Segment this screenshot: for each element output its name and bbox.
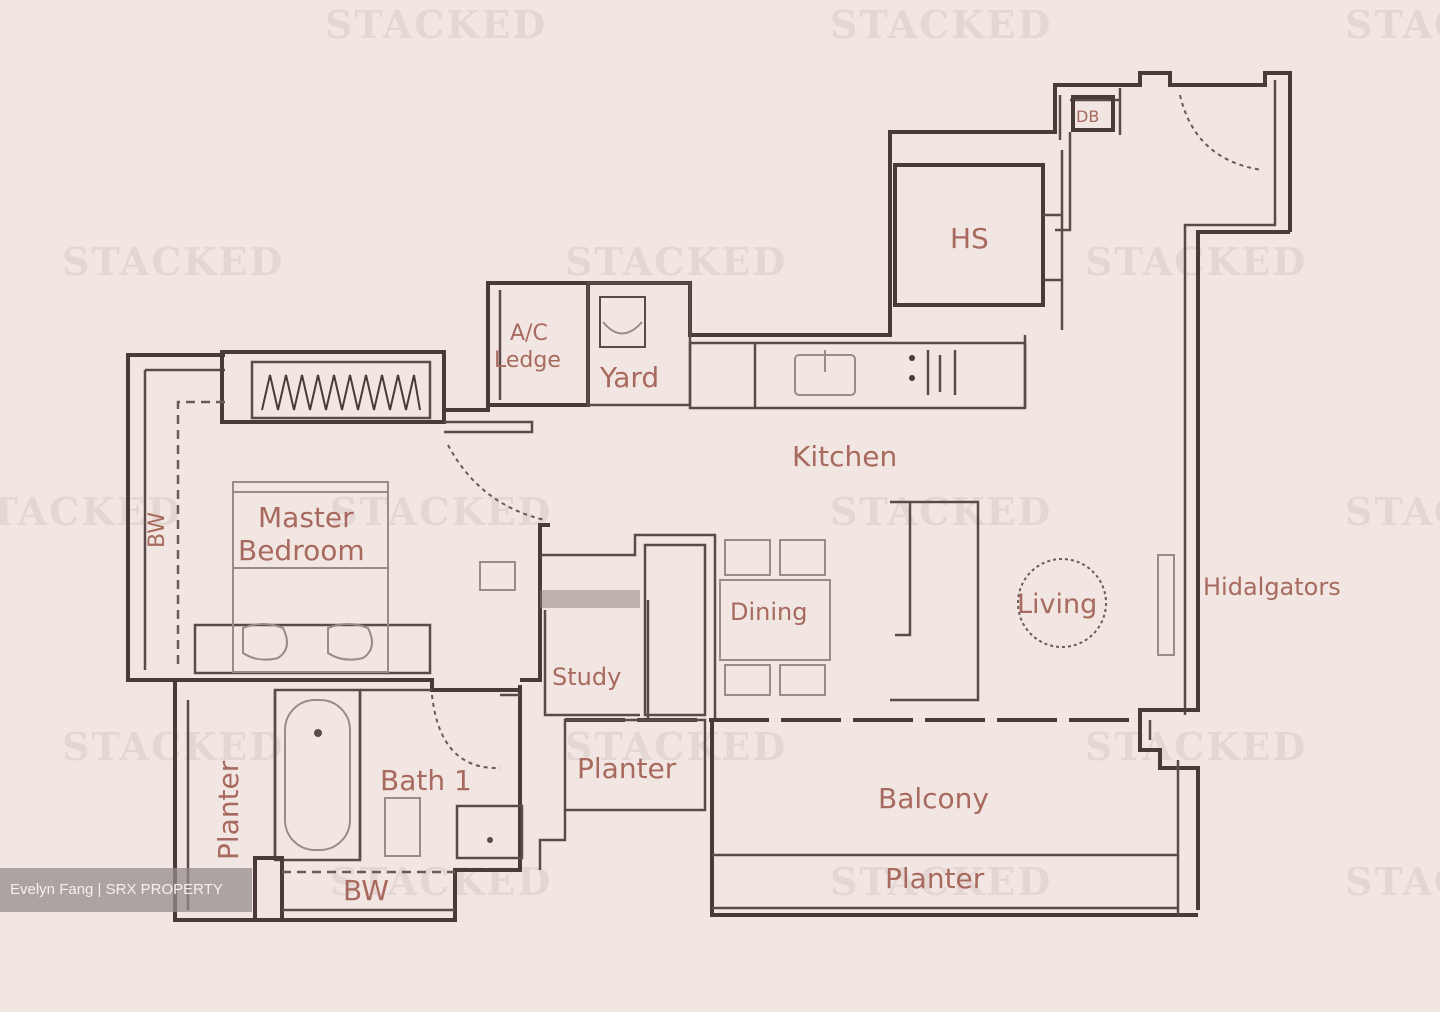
label-ac-ledge-2: Ledge <box>494 348 561 373</box>
svg-text:STACKED: STACKED <box>830 489 1052 534</box>
study-dining-block <box>479 500 1175 870</box>
bath-block <box>173 680 524 922</box>
label-balcony: Balcony <box>878 782 989 815</box>
svg-text:STACKED: STACKED <box>830 2 1052 47</box>
watermarks: STACKED STACKED STACKED STACKED STACKED … <box>0 2 1440 904</box>
label-living: Living <box>1017 589 1097 620</box>
svg-text:STACKED: STACKED <box>62 724 284 769</box>
svg-text:STACKED: STACKED <box>1085 724 1307 769</box>
svg-text:STACKED: STACKED <box>1345 489 1440 534</box>
label-ac-ledge-1: A/C <box>510 321 548 346</box>
label-dining: Dining <box>730 598 807 626</box>
label-bw-left: BW <box>145 512 170 548</box>
bw-dashed-line <box>176 400 225 670</box>
credit-bar: Evelyn Fang | SRX PROPERTY <box>0 868 252 912</box>
label-hs: HS <box>950 222 989 255</box>
bed-icon <box>232 481 389 673</box>
outer-walls <box>126 71 1292 910</box>
svg-text:STACKED: STACKED <box>565 724 787 769</box>
entrance-door <box>1179 94 1263 171</box>
label-master-bedroom-1: Master <box>258 501 354 534</box>
svg-text:STACKED: STACKED <box>330 489 552 534</box>
svg-text:STACKED: STACKED <box>325 2 547 47</box>
room-labels: Master Bedroom BW A/C Ledge Yard Kitchen… <box>145 107 1341 907</box>
label-study: Study <box>552 663 621 691</box>
label-planter-middle: Planter <box>577 752 677 785</box>
label-planter-left: Planter <box>212 760 245 860</box>
svg-text:STACKED: STACKED <box>1345 2 1440 47</box>
label-db: DB <box>1076 107 1099 126</box>
credit-text: Evelyn Fang | SRX PROPERTY <box>10 881 223 898</box>
label-bw-bottom: BW <box>343 874 389 907</box>
label-entrance: Hidalgators <box>1203 573 1341 601</box>
db-box <box>1071 95 1115 132</box>
label-yard: Yard <box>599 361 659 394</box>
svg-text:STACKED: STACKED <box>565 239 787 284</box>
label-bath: Bath 1 <box>380 764 472 797</box>
svg-text:STACKED: STACKED <box>330 859 552 904</box>
balcony-block <box>710 720 1198 917</box>
svg-text:STACKED: STACKED <box>0 489 182 534</box>
svg-text:STACKED: STACKED <box>62 239 284 284</box>
label-kitchen: Kitchen <box>792 440 897 473</box>
svg-text:STACKED: STACKED <box>1345 859 1440 904</box>
svg-text:STACKED: STACKED <box>1085 239 1307 284</box>
label-master-bedroom-2: Bedroom <box>238 534 365 567</box>
label-planter-bottom: Planter <box>885 862 985 895</box>
svg-text:STACKED: STACKED <box>830 859 1052 904</box>
